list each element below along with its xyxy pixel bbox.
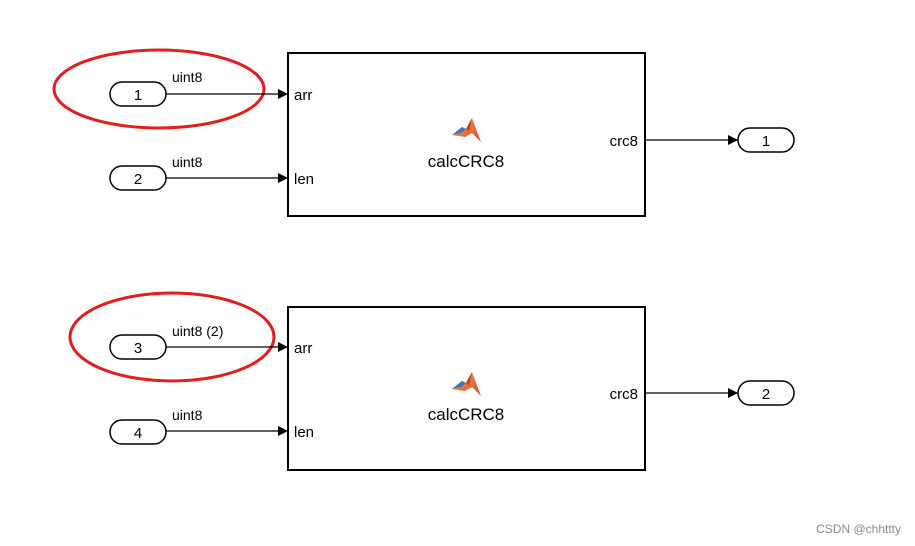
signal-label: uint8 xyxy=(172,154,203,170)
matlab-logo-icon xyxy=(452,118,481,142)
inport-number: 4 xyxy=(134,425,142,442)
input-port-label: arr xyxy=(294,340,312,357)
block-title: calcCRC8 xyxy=(428,405,505,424)
signal-label: uint8 (2) xyxy=(172,323,223,339)
input-port-label: arr xyxy=(294,87,312,104)
block-title: calcCRC8 xyxy=(428,152,505,171)
matlab-logo-icon xyxy=(452,372,481,396)
inport-number: 1 xyxy=(134,87,142,104)
inport-number: 2 xyxy=(134,171,142,188)
subsystem-2: 3 uint8 (2) 4 uint8 arr len crc8 calcCRC… xyxy=(68,291,795,471)
inport-block[interactable]: 1 xyxy=(109,81,167,107)
matlab-function-block[interactable]: arr len crc8 calcCRC8 xyxy=(287,306,646,471)
highlight-ellipse xyxy=(52,48,266,130)
inport-block[interactable]: 3 xyxy=(109,334,167,360)
input-port-label: len xyxy=(294,171,314,188)
inport-number: 3 xyxy=(134,340,142,357)
matlab-function-block[interactable]: arr len crc8 calcCRC8 xyxy=(287,52,646,217)
input-port-label: len xyxy=(294,424,314,441)
subsystem-1: 1 uint8 2 uint8 arr len crc8 calcCRC8 xyxy=(52,48,795,217)
signal-label: uint8 xyxy=(172,407,203,423)
signal-label: uint8 xyxy=(172,69,203,85)
highlight-ellipse xyxy=(68,291,276,383)
outport-number: 2 xyxy=(762,386,770,403)
outport-number: 1 xyxy=(762,133,770,150)
output-port-label: crc8 xyxy=(610,386,638,403)
outport-block[interactable]: 1 xyxy=(737,127,795,153)
inport-block[interactable]: 4 xyxy=(109,419,167,445)
watermark: CSDN @chhttty xyxy=(816,522,901,536)
output-port-label: crc8 xyxy=(610,133,638,150)
outport-block[interactable]: 2 xyxy=(737,380,795,406)
inport-block[interactable]: 2 xyxy=(109,165,167,191)
